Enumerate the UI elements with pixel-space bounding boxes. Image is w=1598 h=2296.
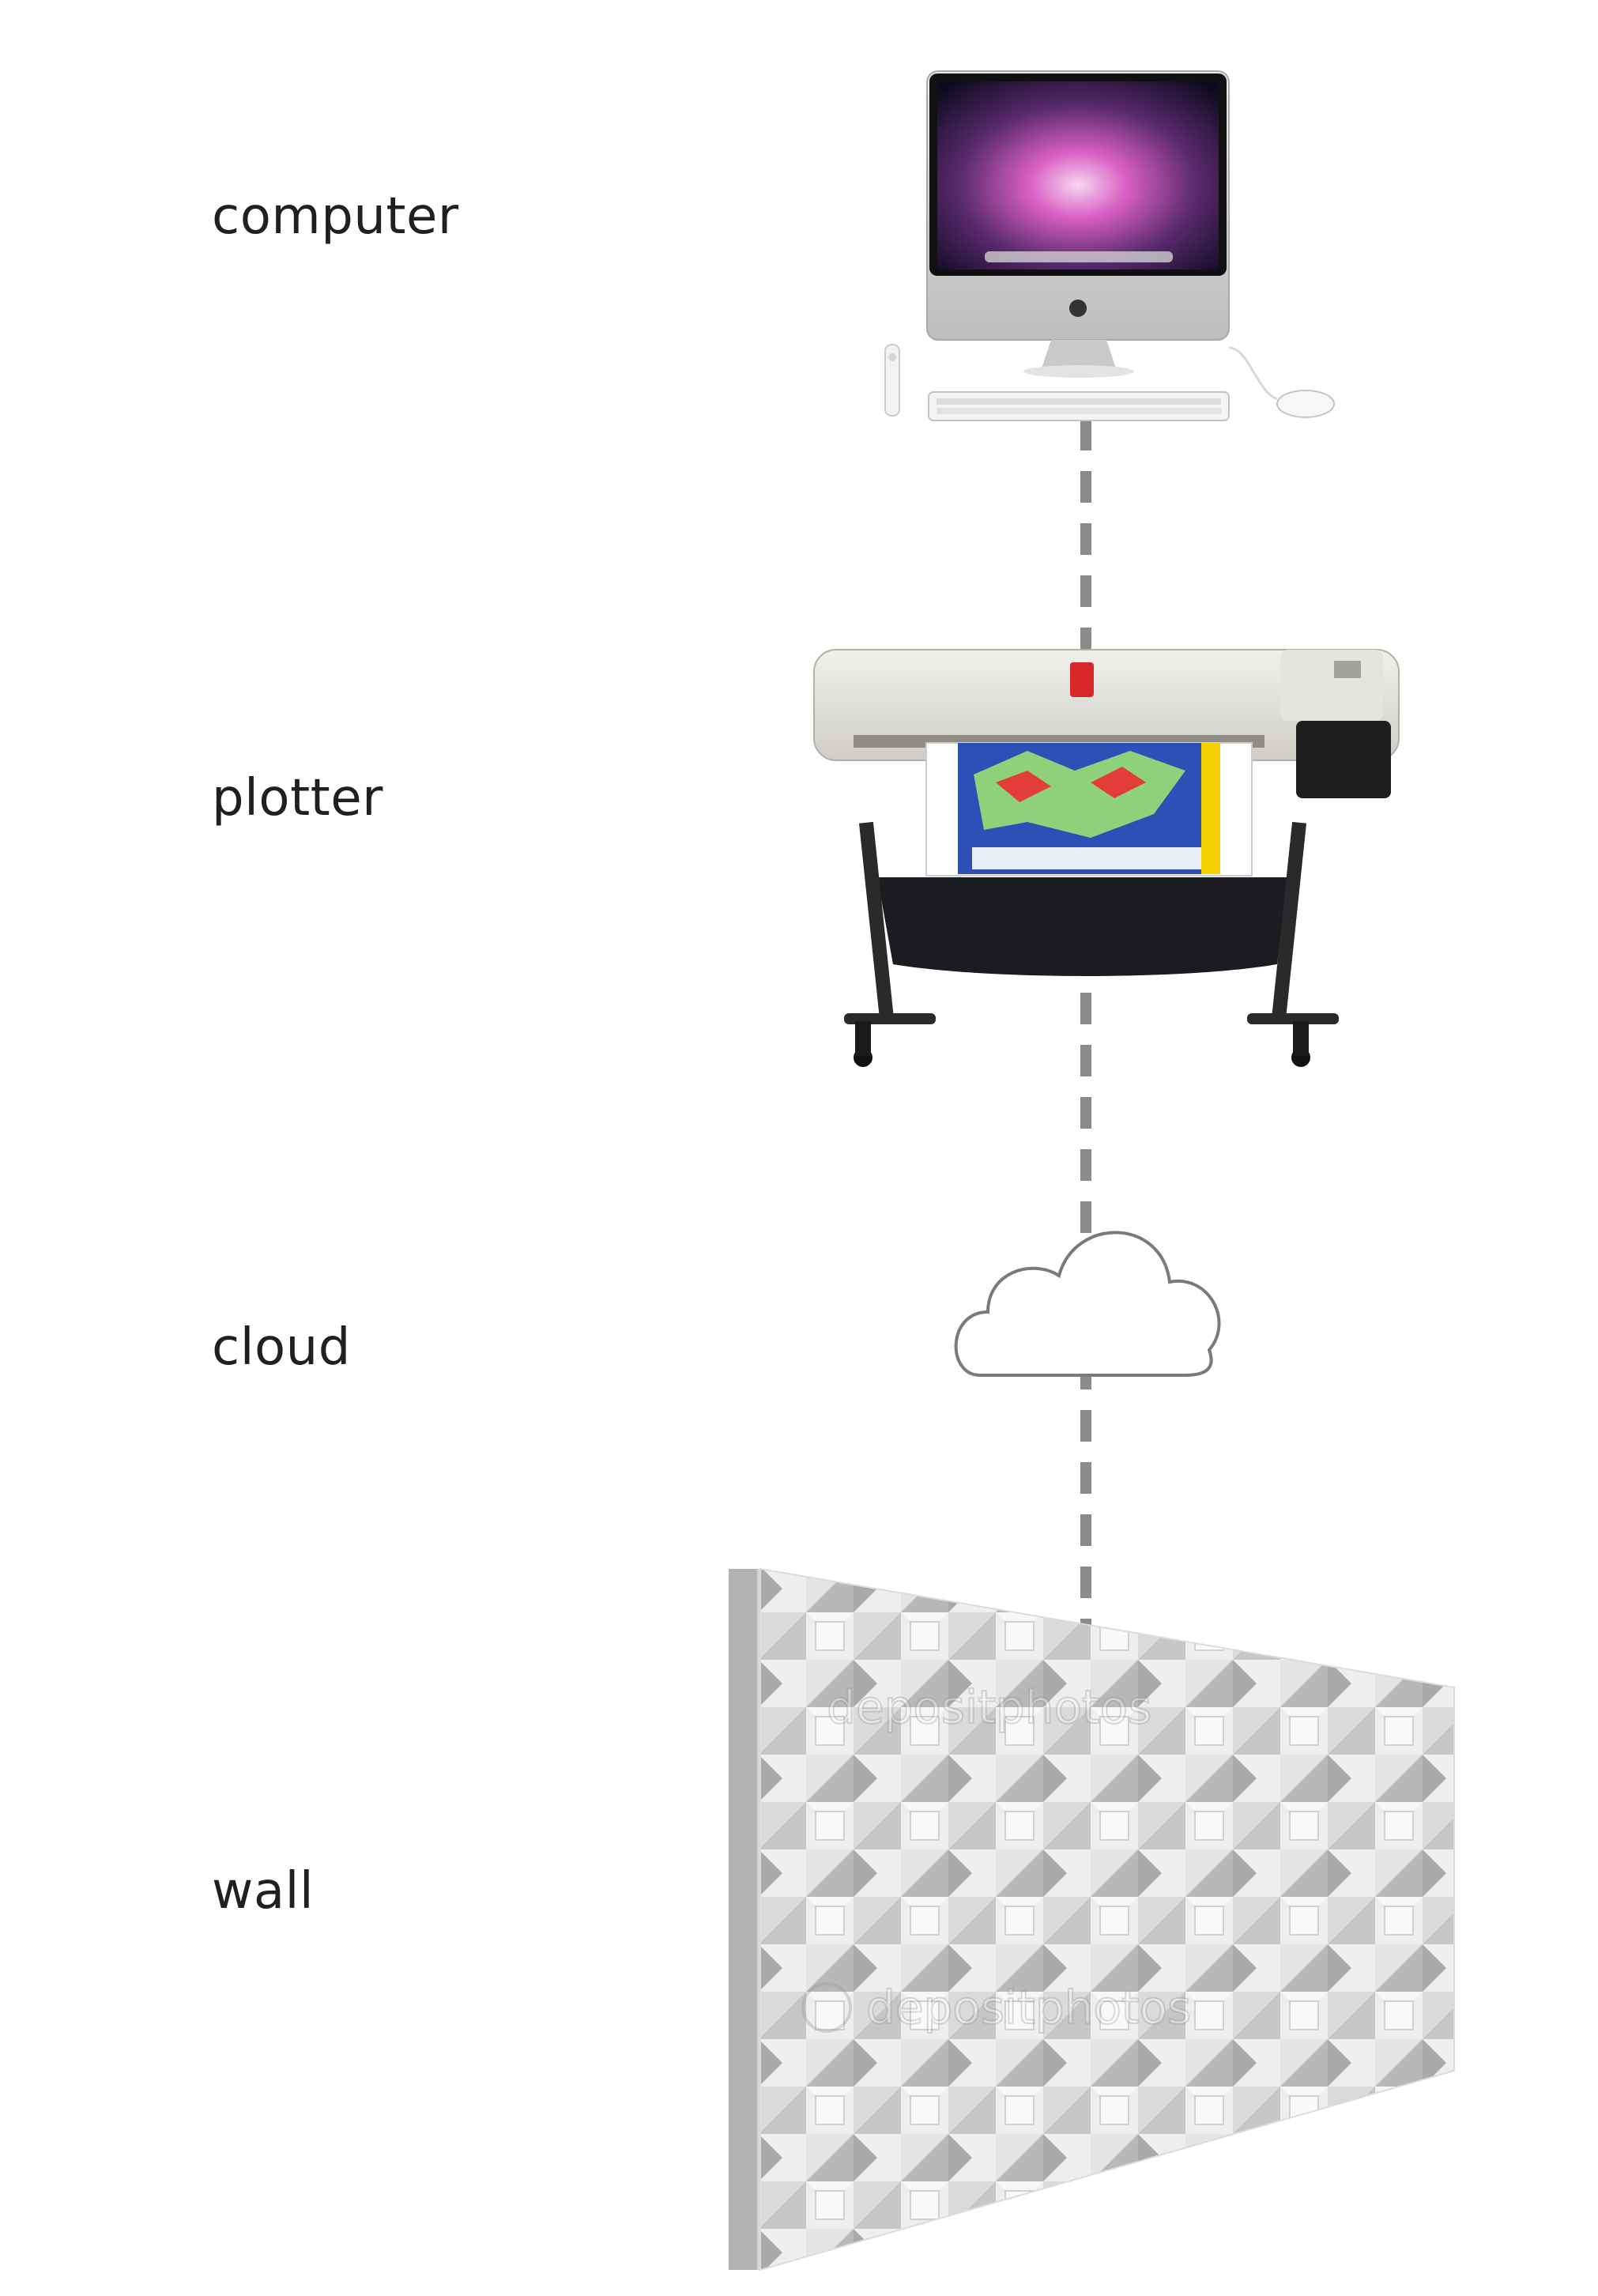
label-plotter: plotter (212, 769, 383, 828)
watermark: depositphotos depositphotos (801, 1680, 1192, 2035)
label-computer: computer (212, 187, 459, 246)
label-wall: wall (212, 1862, 315, 1921)
plotter-icon (813, 649, 1400, 1067)
computer-illustration (884, 70, 1335, 421)
imac-icon (926, 70, 1230, 378)
label-cloud: cloud (212, 1318, 351, 1377)
cloud-icon (954, 1231, 1221, 1377)
watermark-text-bottom: depositphotos (866, 1981, 1191, 2034)
wall-icon (729, 1567, 1455, 2271)
mouse-icon (1228, 346, 1335, 418)
remote-icon (884, 344, 900, 417)
watermark-text-top: depositphotos (827, 1680, 1151, 1734)
keyboard-icon (928, 391, 1230, 421)
